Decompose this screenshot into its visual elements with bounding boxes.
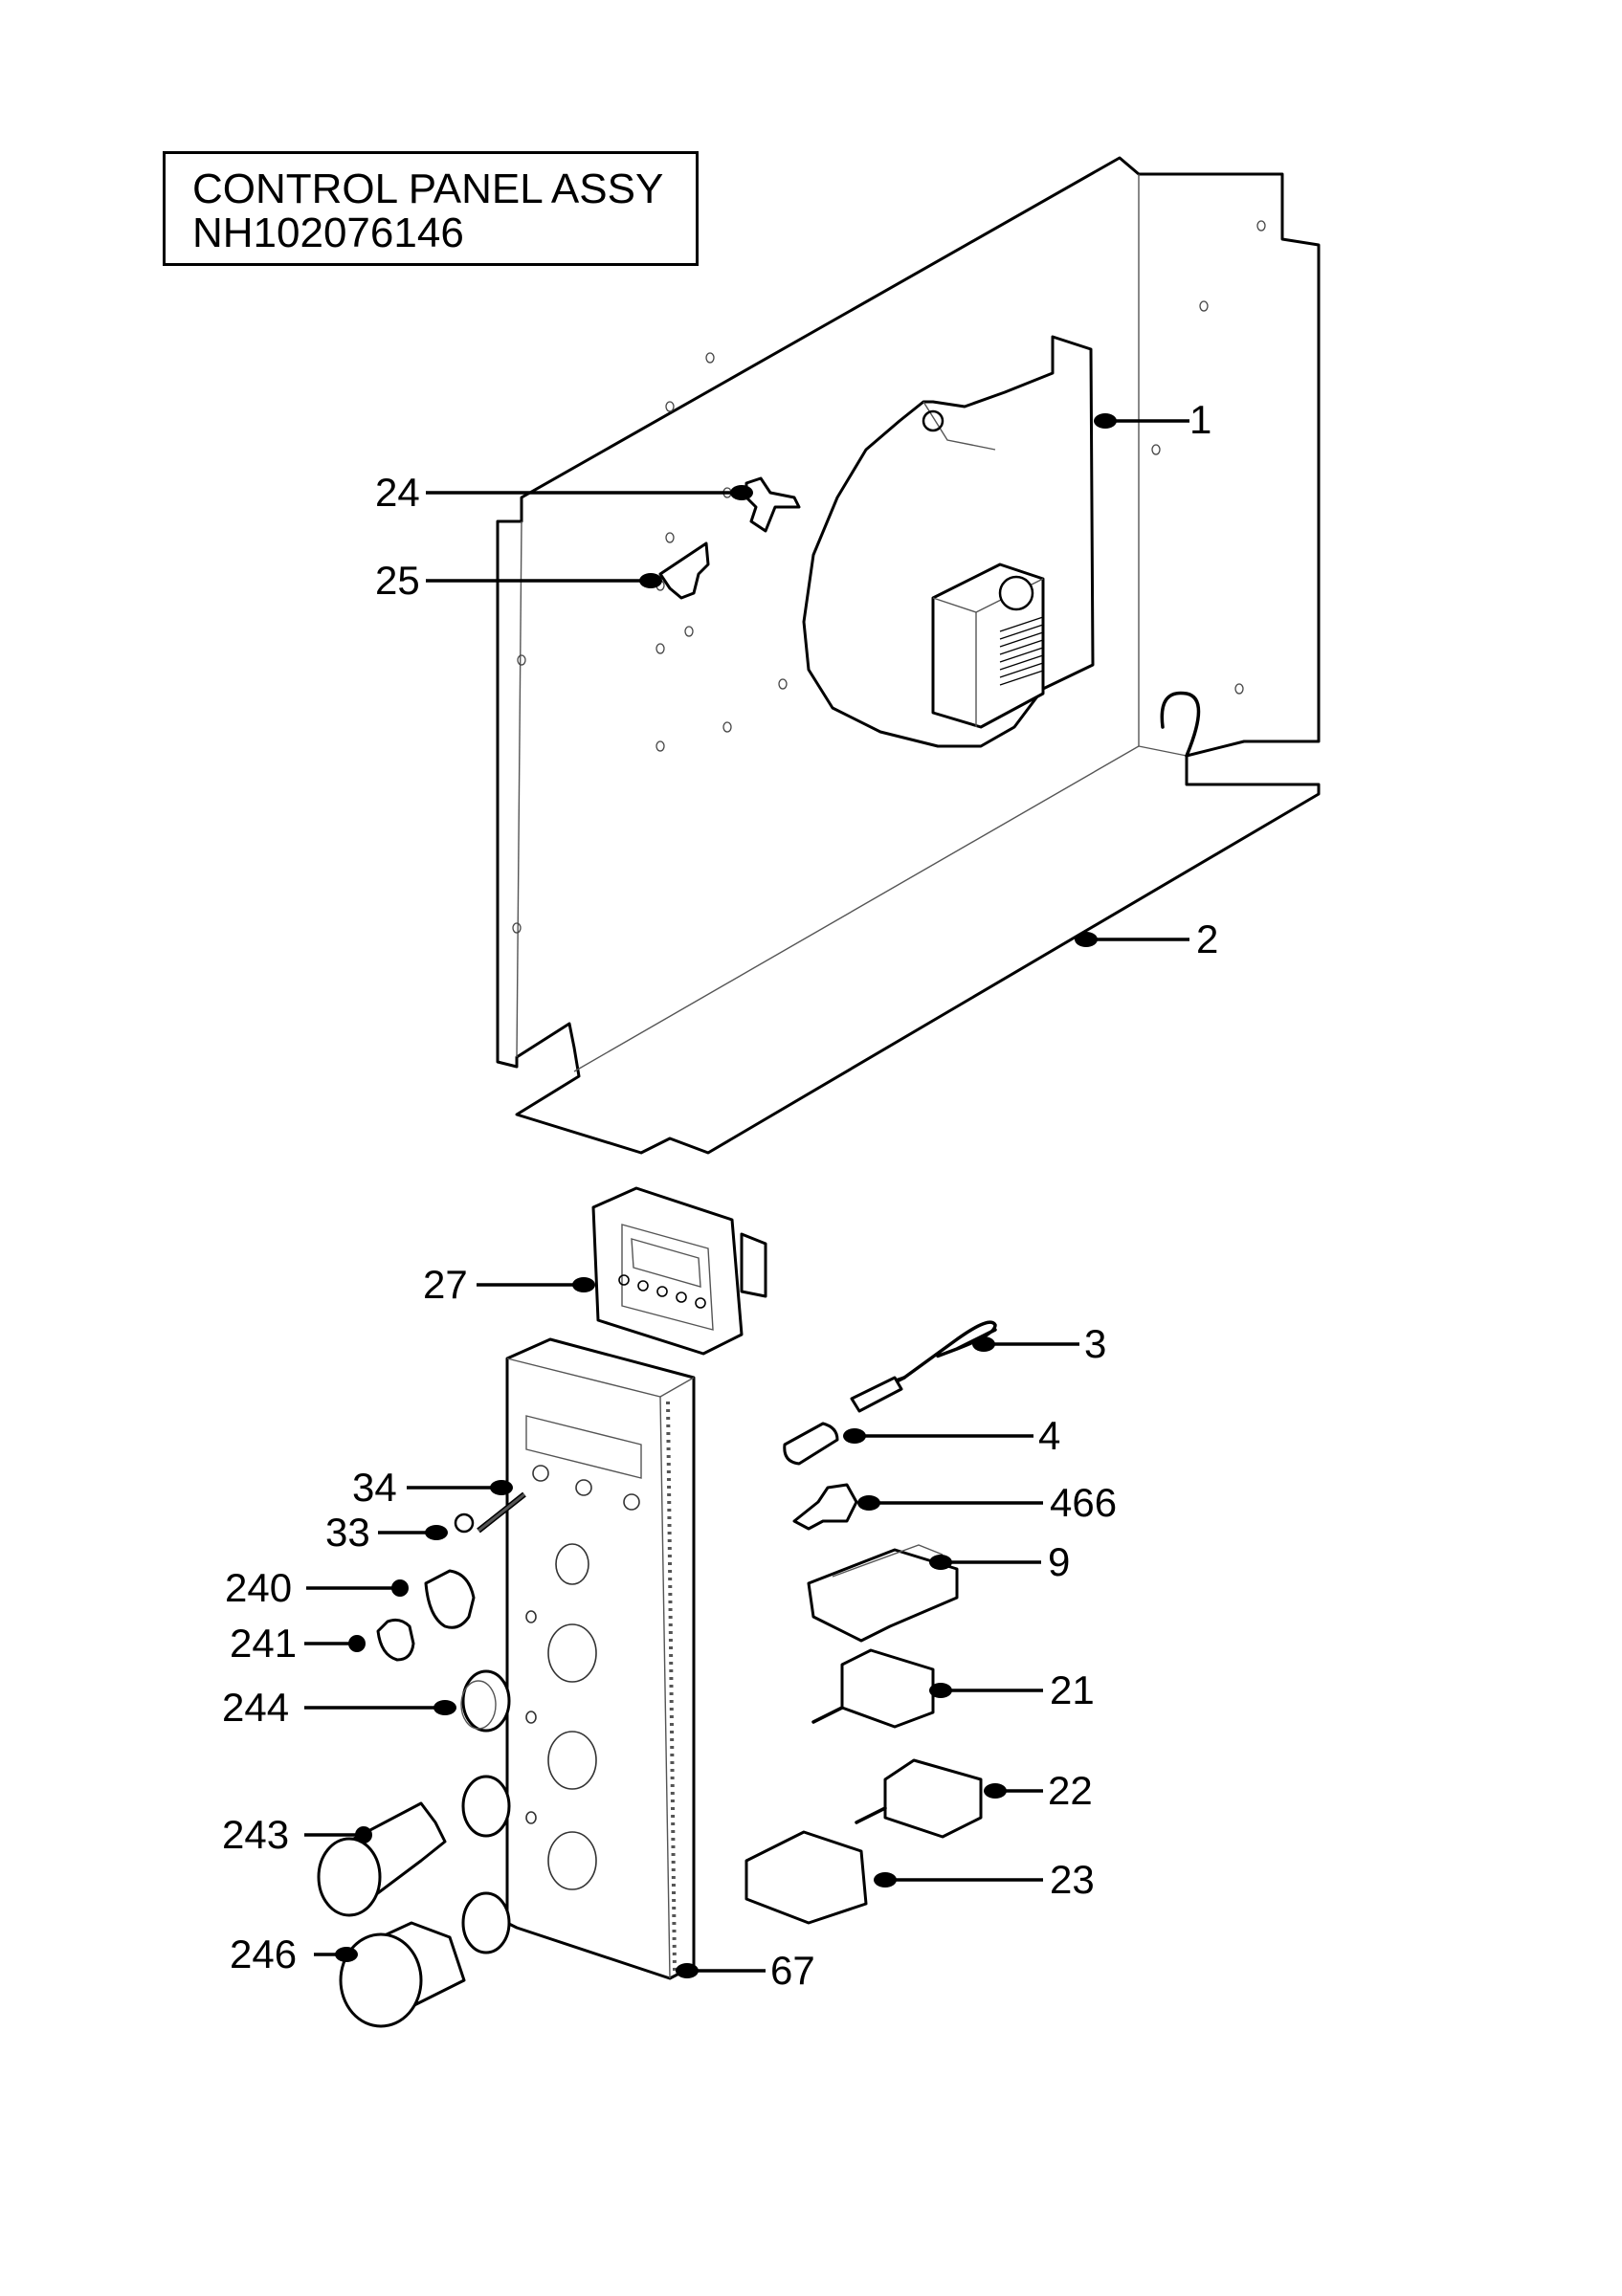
title-line-2: NH102076146 bbox=[192, 210, 464, 256]
callout-1: 1 bbox=[1094, 397, 1211, 442]
thermostat-part-22 bbox=[855, 1758, 983, 1839]
clip-part-25 bbox=[658, 541, 710, 600]
lamp-holder-part-240 bbox=[424, 1569, 476, 1629]
knob-part-243 bbox=[317, 1775, 511, 1917]
callout-3: 3 bbox=[972, 1321, 1106, 1366]
title-box: CONTROL PANEL ASSY NH102076146 bbox=[163, 151, 699, 266]
callout-67: 67 bbox=[676, 1948, 815, 1993]
callout-24: 24 bbox=[375, 470, 753, 515]
callout-21: 21 bbox=[929, 1667, 1095, 1712]
callout-label-21: 21 bbox=[1050, 1667, 1095, 1712]
thermostat-part-21 bbox=[811, 1648, 935, 1729]
selector-switch-part-9 bbox=[807, 1544, 959, 1643]
callout-466: 466 bbox=[857, 1480, 1117, 1525]
front-control-fascia bbox=[505, 1337, 696, 1980]
callout-label-24: 24 bbox=[375, 470, 420, 515]
callout-label-246: 246 bbox=[230, 1932, 297, 1976]
callout-label-9: 9 bbox=[1048, 1539, 1070, 1584]
callout-label-240: 240 bbox=[225, 1565, 292, 1610]
callout-label-25: 25 bbox=[375, 558, 420, 603]
callout-9: 9 bbox=[929, 1539, 1070, 1584]
callout-244: 244 bbox=[222, 1685, 456, 1730]
probe-part-3 bbox=[850, 1320, 997, 1413]
knob-part-246 bbox=[339, 1921, 466, 2028]
callout-label-244: 244 bbox=[222, 1685, 289, 1730]
callout-label-27: 27 bbox=[423, 1262, 468, 1307]
callout-label-466: 466 bbox=[1050, 1480, 1117, 1525]
title-line-1: CONTROL PANEL ASSY bbox=[192, 166, 664, 212]
callout-25: 25 bbox=[375, 558, 662, 603]
callout-23: 23 bbox=[874, 1857, 1095, 1902]
clip-part-24 bbox=[744, 476, 801, 533]
callout-label-4: 4 bbox=[1038, 1413, 1060, 1458]
lamp-part-241 bbox=[376, 1618, 415, 1662]
callout-label-241: 241 bbox=[230, 1621, 297, 1666]
callout-label-243: 243 bbox=[222, 1812, 289, 1857]
callout-22: 22 bbox=[984, 1768, 1093, 1813]
callout-label-34: 34 bbox=[352, 1465, 397, 1510]
selector-switch-part-23 bbox=[744, 1830, 868, 1925]
callout-label-23: 23 bbox=[1050, 1857, 1095, 1902]
callout-label-22: 22 bbox=[1048, 1768, 1093, 1813]
callout-246: 246 bbox=[230, 1932, 358, 1976]
knob-ring-part-244 bbox=[460, 1669, 511, 1733]
callout-27: 27 bbox=[423, 1262, 595, 1307]
callout-label-3: 3 bbox=[1084, 1321, 1106, 1366]
callout-240: 240 bbox=[225, 1565, 409, 1610]
blower-fan-assembly bbox=[802, 335, 1095, 748]
switch-part-466 bbox=[792, 1483, 858, 1531]
callout-4: 4 bbox=[843, 1413, 1060, 1458]
bulb-part-4 bbox=[783, 1422, 839, 1466]
rod-part-34 bbox=[477, 1491, 526, 1534]
callout-241: 241 bbox=[230, 1621, 366, 1666]
callout-label-1: 1 bbox=[1189, 397, 1211, 442]
callout-33: 33 bbox=[325, 1510, 448, 1555]
callout-34: 34 bbox=[352, 1465, 513, 1510]
callout-label-2: 2 bbox=[1196, 916, 1218, 961]
electronic-timer-unit bbox=[591, 1186, 767, 1356]
callout-label-33: 33 bbox=[325, 1510, 370, 1555]
callout-243: 243 bbox=[222, 1812, 372, 1857]
bulb-part-33 bbox=[454, 1512, 475, 1534]
callout-2: 2 bbox=[1075, 916, 1218, 961]
knob-ring-part-246-ring bbox=[461, 1891, 511, 1954]
callout-label-67: 67 bbox=[770, 1948, 815, 1993]
